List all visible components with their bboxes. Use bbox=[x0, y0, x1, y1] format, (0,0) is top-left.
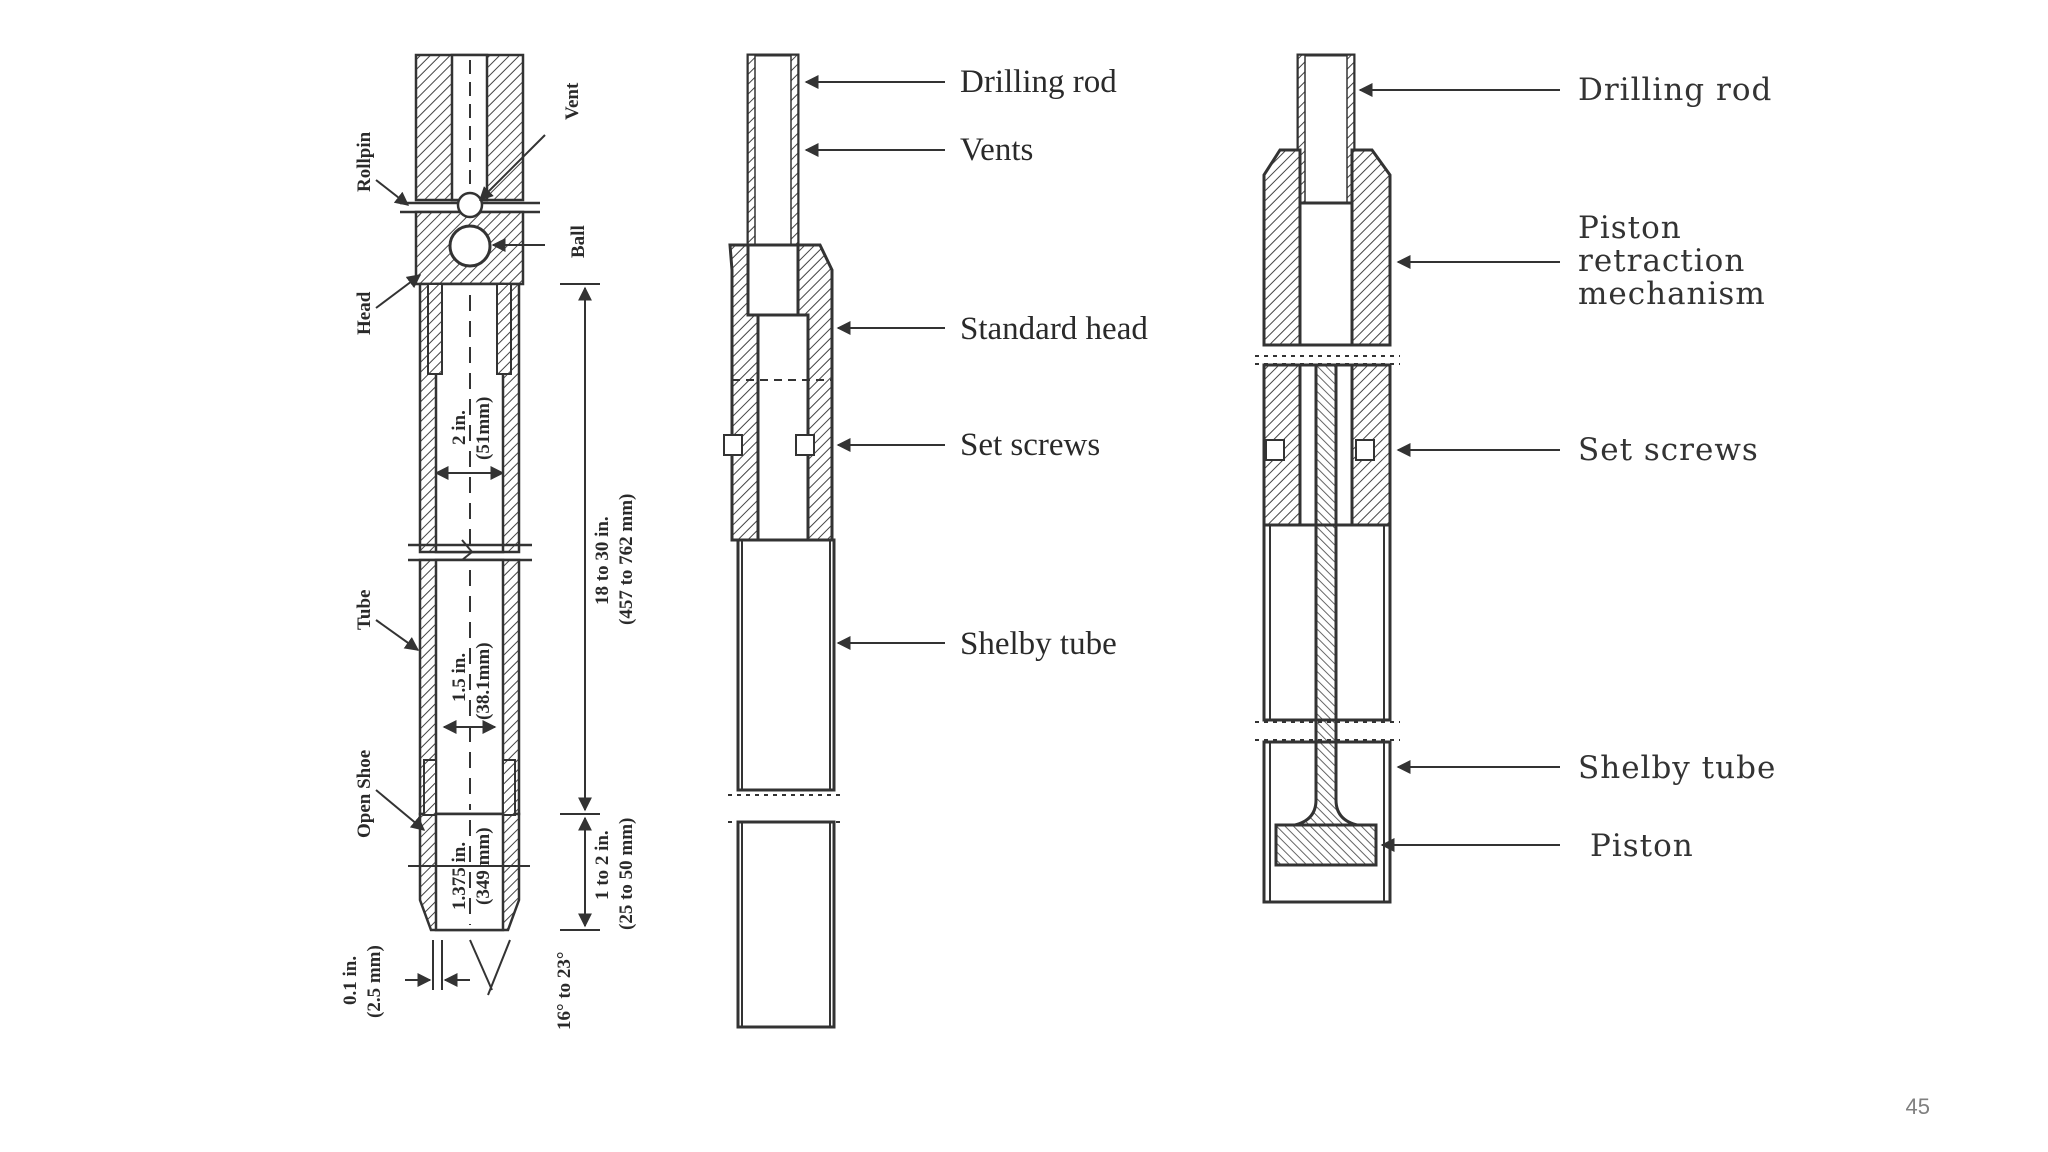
label-dim-51mm: (51mm) bbox=[473, 397, 494, 460]
label-set-screws-right: Set screws bbox=[1578, 432, 1759, 468]
label-open-shoe: Open Shoe bbox=[354, 750, 375, 838]
label-tube: Tube bbox=[354, 590, 375, 631]
left-drawing-labels: Rollpin Vent Ball Head Tube Open Shoe 2 … bbox=[340, 82, 637, 1030]
label-head: Head bbox=[354, 291, 375, 335]
label-dim-0-1in: 0.1 in. bbox=[340, 956, 361, 1005]
label-dim-1-2in: 1 to 2 in. bbox=[592, 830, 613, 900]
label-dim-349mm: (349 mm) bbox=[473, 827, 494, 905]
right-shelby-tube-upper bbox=[1262, 523, 1392, 722]
middle-shelby-tube-upper bbox=[736, 538, 836, 792]
label-dim-2in: 2 in. bbox=[449, 410, 470, 445]
label-ball: Ball bbox=[568, 225, 589, 258]
right-piston-retraction-mechanism bbox=[1262, 148, 1302, 347]
label-drilling-rod-right: Drilling rod bbox=[1578, 72, 1772, 108]
middle-shelby-tube-lower bbox=[736, 820, 836, 1029]
label-drilling-rod-middle: Drilling rod bbox=[960, 64, 1117, 100]
middle-drawing-labels: Drilling rod Vents Standard head Set scr… bbox=[960, 64, 1148, 662]
label-dim-1-5in: 1.5 in. bbox=[449, 653, 470, 702]
right-drilling-rod bbox=[1296, 53, 1356, 205]
middle-shelby-drawing bbox=[723, 53, 945, 1029]
label-shelby-tube-right: Shelby tube bbox=[1578, 750, 1776, 786]
label-piston: Piston bbox=[1590, 828, 1694, 864]
label-dim-457-762mm: (457 to 762 mm) bbox=[616, 494, 637, 625]
label-standard-head: Standard head bbox=[960, 311, 1148, 347]
slide-page-number: 45 bbox=[1905, 1094, 1930, 1119]
right-piston-drawing bbox=[1255, 53, 1560, 904]
right-drawing-labels: Drilling rod Piston retraction mechanism… bbox=[1578, 72, 1776, 864]
label-dim-2-5mm: (2.5 mm) bbox=[364, 945, 385, 1018]
left-sampler-drawing bbox=[375, 53, 600, 996]
label-vent: Vent bbox=[562, 82, 583, 120]
label-dim-1-375in: 1.375 in. bbox=[449, 842, 470, 910]
label-dim-25-50mm: (25 to 50 mm) bbox=[616, 818, 637, 930]
label-piston-retraction-1: Piston bbox=[1578, 210, 1682, 246]
label-piston-retraction-2: retraction bbox=[1578, 243, 1745, 279]
sampler-ball bbox=[448, 224, 492, 268]
label-set-screws-middle: Set screws bbox=[960, 427, 1100, 463]
label-rollpin: Rollpin bbox=[354, 131, 375, 192]
label-angle: 16° to 23° bbox=[554, 951, 575, 1030]
label-dim-38mm: (38.1mm) bbox=[473, 642, 494, 720]
label-shelby-tube-middle: Shelby tube bbox=[960, 626, 1117, 662]
label-piston-retraction-3: mechanism bbox=[1578, 276, 1766, 312]
label-dim-18-30in: 18 to 30 in. bbox=[592, 516, 613, 605]
label-vents: Vents bbox=[960, 132, 1033, 168]
right-piston bbox=[1274, 823, 1378, 867]
